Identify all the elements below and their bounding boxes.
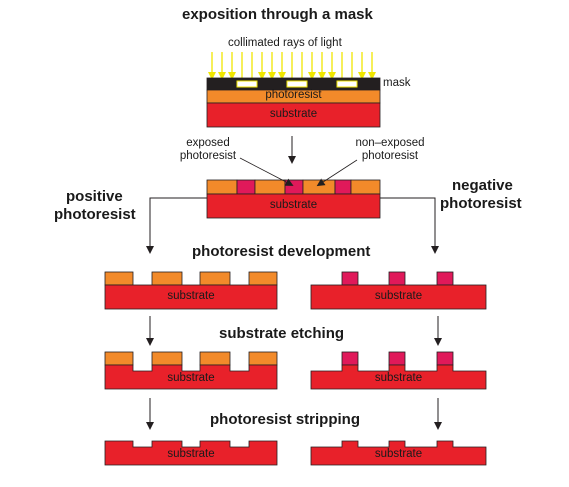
exposed-stack: [206, 179, 381, 219]
mask-label: mask: [383, 77, 411, 89]
negative-development: [310, 271, 487, 310]
negative-stripped-substrate: [310, 440, 487, 466]
photoresist-label: photoresist: [265, 89, 322, 101]
substrate-layer: [206, 102, 381, 128]
mask-opening-1: [236, 80, 258, 88]
substrate-layer: [104, 284, 278, 310]
substrate-label: substrate: [374, 290, 423, 302]
title-development: photoresist development: [192, 243, 371, 260]
exposure-stack: [206, 77, 381, 128]
positive-branch: [146, 197, 207, 254]
substrate-layer: [310, 364, 487, 390]
title-etching: substrate etching: [219, 325, 345, 342]
negative-label-2: photoresist: [440, 195, 522, 212]
title-exposition: exposition through a mask: [182, 6, 373, 23]
substrate-label: substrate: [167, 372, 215, 384]
substrate-layer: [104, 364, 278, 390]
substrate-label: substrate: [167, 448, 215, 460]
positive-development: [104, 271, 278, 310]
positive-label-2: photoresist: [54, 206, 136, 223]
exposed-label-2: photoresist: [179, 150, 237, 162]
negative-label-1: negative: [452, 177, 513, 194]
positive-stripped-substrate: [104, 440, 278, 466]
exposed-pointer: [239, 157, 294, 186]
negative-branch: [380, 197, 439, 254]
nonexposed-label-1: non–exposed: [355, 137, 425, 149]
light-label: collimated rays of light: [228, 37, 342, 49]
substrate-label: substrate: [269, 199, 318, 211]
nonexposed-pointer: [316, 159, 358, 187]
negative-etching: [310, 351, 487, 390]
positive-etching: [104, 351, 278, 390]
substrate-label: substrate: [374, 372, 423, 384]
substrate-label: substrate: [374, 448, 423, 460]
mask-opening-2: [286, 80, 308, 88]
substrate-label: substrate: [269, 108, 318, 120]
mask-opening-3: [336, 80, 358, 88]
nonexposed-label-2: photoresist: [361, 150, 419, 162]
title-stripping: photoresist stripping: [210, 411, 360, 428]
substrate-layer: [310, 284, 487, 310]
positive-label-1: positive: [66, 188, 123, 205]
substrate-layer: [206, 193, 381, 219]
exposed-label-1: exposed: [186, 137, 230, 149]
substrate-label: substrate: [167, 290, 215, 302]
